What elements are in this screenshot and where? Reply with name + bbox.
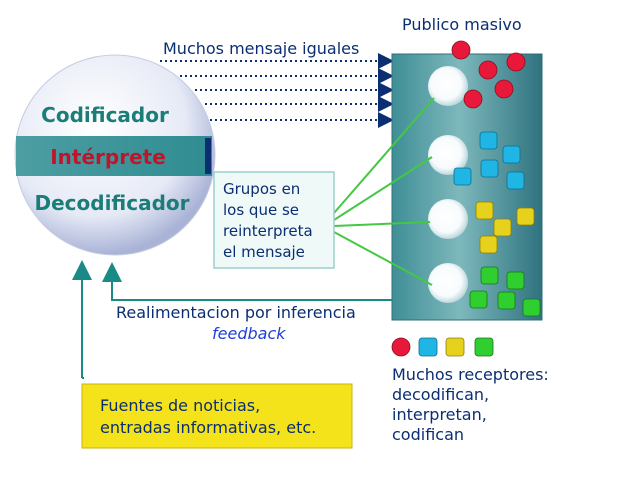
yellow-receiver [479,235,498,254]
receptores-line: decodifican, [392,385,489,404]
groups-line: reinterpreta [223,222,313,240]
legend-cyan [418,337,438,357]
groups-line: Grupos en [223,180,300,198]
receiver-legend [391,337,494,357]
legend-green [474,337,494,357]
yellow-receiver [493,218,512,237]
yellow-receiver [516,207,535,226]
group-hole [428,263,468,303]
connector-line [333,97,435,214]
cyan-receiver [479,131,498,150]
publico-masivo-label: Publico masivo [402,15,522,34]
green-receiver [480,266,499,285]
red-receiver [506,52,526,72]
legend-yellow [445,337,465,357]
green-receiver [497,291,516,310]
groups-box: Grupos en los que se reinterpreta el men… [213,171,335,269]
feedback-arrow [102,262,392,301]
sources-line: entradas informativas, etc. [100,418,316,437]
green-receiver [522,298,541,317]
red-receiver [451,40,471,60]
groups-line: el mensaje [223,243,305,261]
codificador-label: Codificador [41,103,169,127]
connector-line [333,221,431,227]
group-hole [428,66,468,106]
green-receiver [469,290,488,309]
cyan-receiver [506,171,525,190]
legend-red [391,337,411,357]
interpreter-band [16,136,212,176]
cyan-receiver [480,159,499,178]
red-receiver [494,79,514,99]
red-receiver [463,89,483,109]
message-arrows [160,53,394,128]
decodificador-label: Decodificador [34,191,189,215]
sources-line: Fuentes de noticias, [100,396,260,415]
group-hole [428,135,468,175]
group-connectors [333,97,435,286]
receptores-line: interpretan, [392,405,487,424]
feedback-label: feedback [212,324,286,343]
receptores-text: Muchos receptores: decodifican, interpre… [392,365,549,444]
interprete-label: Intérprete [50,145,166,169]
sources-callout: Fuentes de noticias, entradas informativ… [81,383,353,449]
muchos-mensajes-label: Muchos mensaje iguales [163,39,359,58]
groups-line: los que se [223,201,299,219]
connector-line [333,156,433,221]
realimentacion-label: Realimentacion por inferencia [116,303,356,322]
group-hole [428,199,468,239]
audience-panel [391,40,543,321]
receptores-line: Muchos receptores: [392,365,549,384]
sender-circle: Codificador Intérprete Decodificador [14,54,216,256]
cyan-receiver [502,145,521,164]
connector-line [333,231,433,286]
yellow-receiver [475,201,494,220]
cyan-receiver [453,167,472,186]
receptores-line: codifican [392,425,464,444]
feedback-arrows [72,260,392,379]
green-receiver [506,271,525,290]
red-receiver [478,60,498,80]
